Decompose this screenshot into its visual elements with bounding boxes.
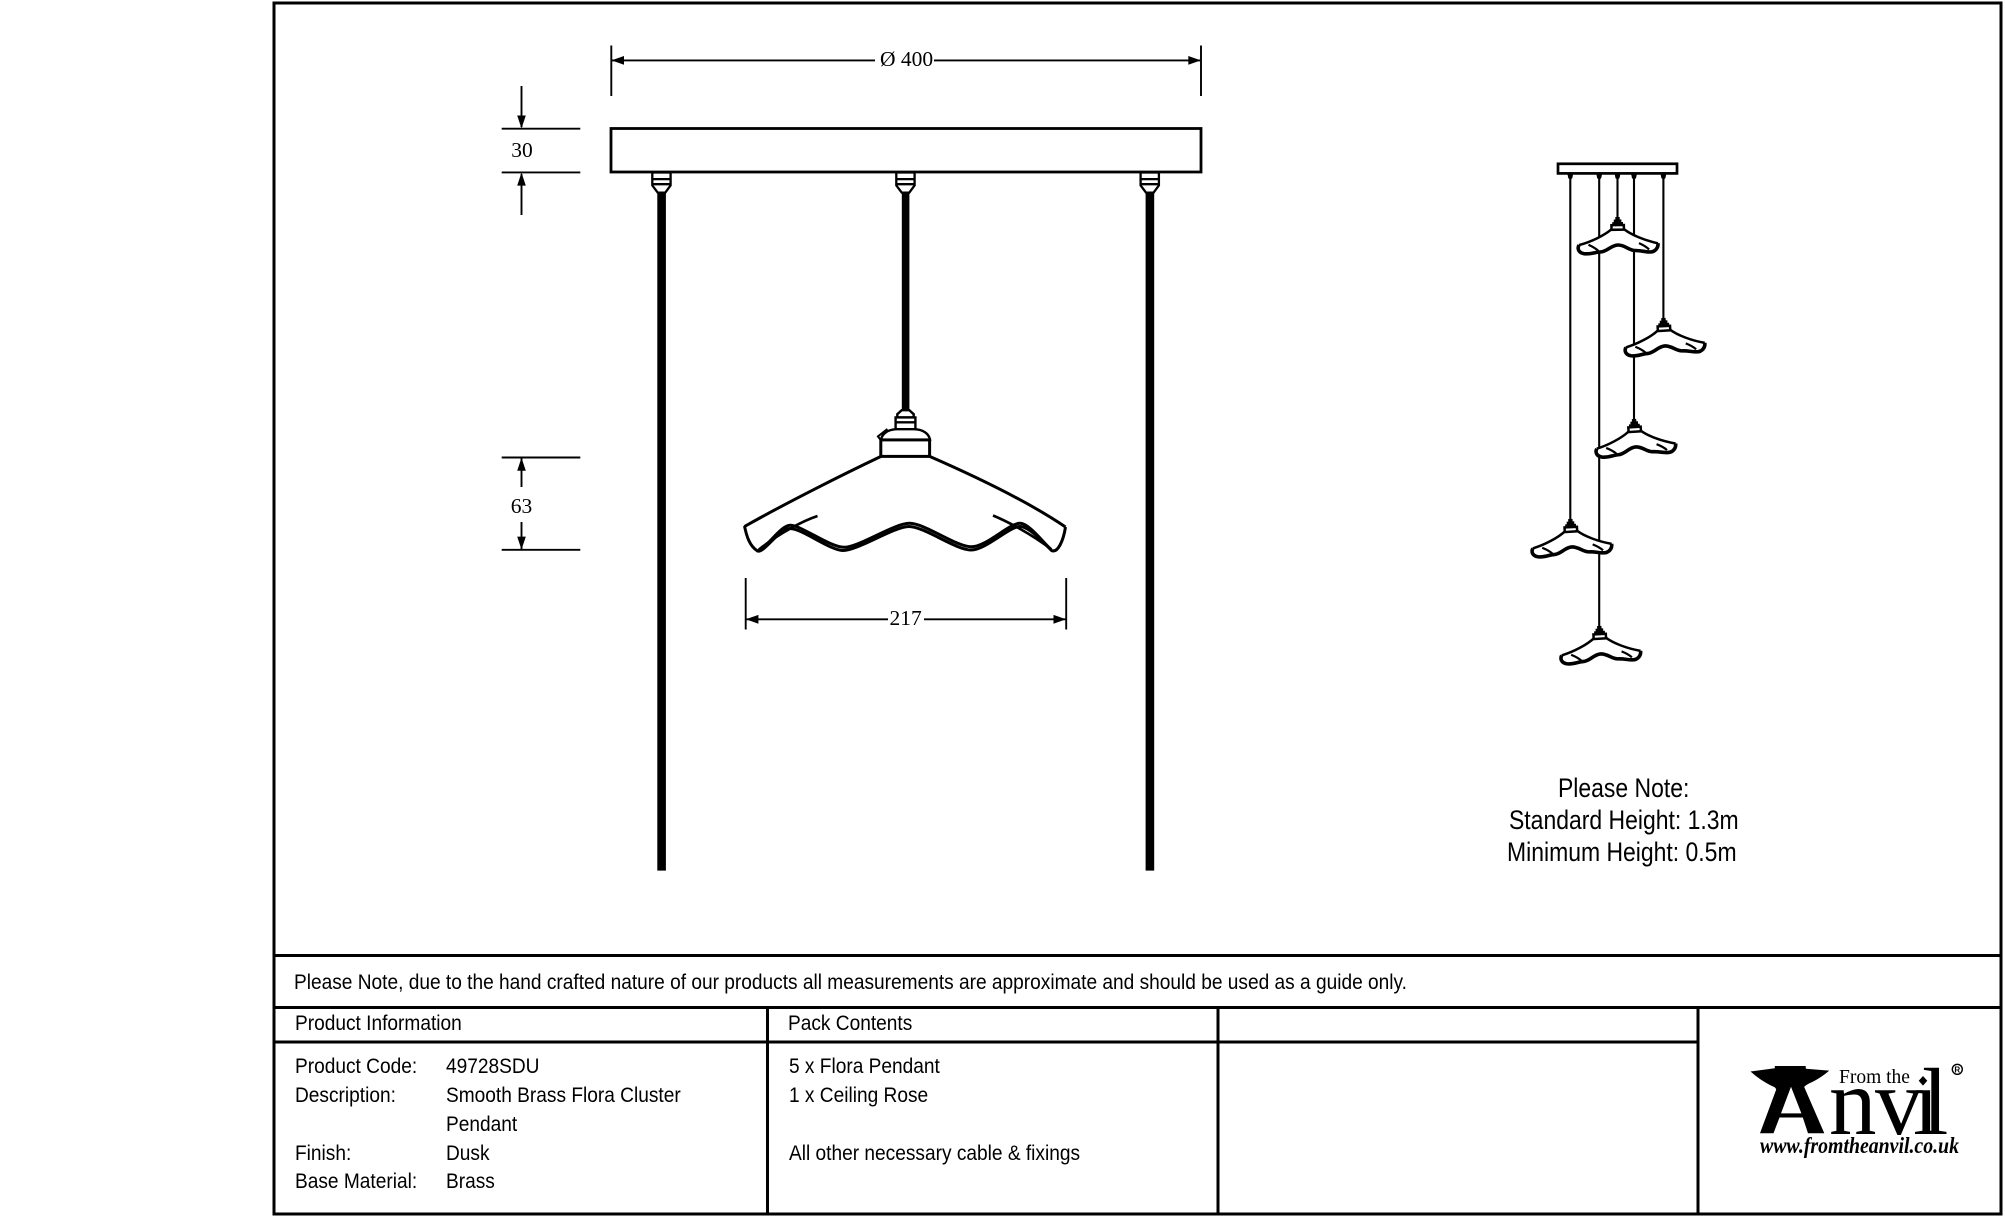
svg-text:R: R xyxy=(1954,1065,1960,1074)
svg-text:nvıl: nvıl xyxy=(1829,1049,1948,1155)
